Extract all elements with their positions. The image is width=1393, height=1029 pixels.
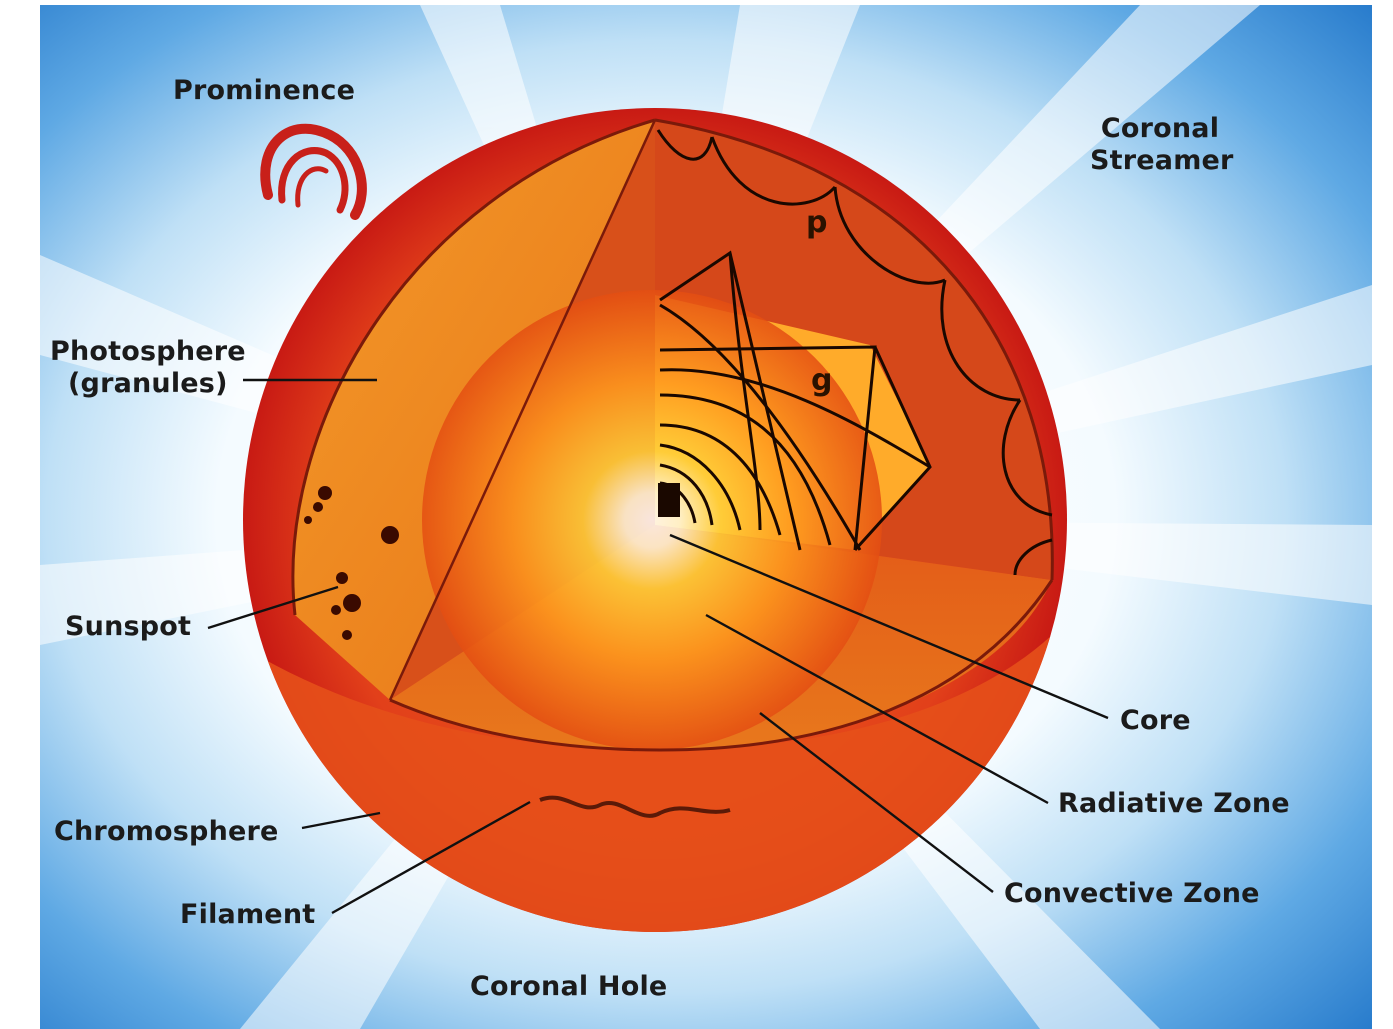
label-core: Core (1120, 705, 1191, 737)
label-coronal-streamer-line2: Streamer (1090, 145, 1230, 177)
p-mode-label: p (806, 205, 827, 240)
label-filament: Filament (180, 899, 315, 931)
core-center-mark (658, 483, 680, 517)
label-sunspot: Sunspot (65, 611, 191, 643)
label-photosphere: Photosphere (granules) (50, 336, 246, 400)
label-photosphere-line2: (granules) (50, 368, 246, 400)
g-mode-label: g (811, 363, 832, 398)
label-convective-zone: Convective Zone (1004, 878, 1260, 910)
label-chromosphere: Chromosphere (54, 816, 279, 848)
label-coronal-streamer-line1: Coronal (1090, 113, 1230, 145)
sun-structure-figure: p g Prominence Coronal Streamer Photosph… (40, 5, 1372, 1029)
core-glow (422, 290, 882, 750)
label-coronal-streamer: Coronal Streamer (1090, 113, 1230, 177)
label-prominence: Prominence (173, 75, 355, 107)
label-photosphere-line1: Photosphere (50, 336, 246, 368)
label-coronal-hole: Coronal Hole (470, 971, 667, 1003)
label-radiative-zone: Radiative Zone (1058, 788, 1290, 820)
